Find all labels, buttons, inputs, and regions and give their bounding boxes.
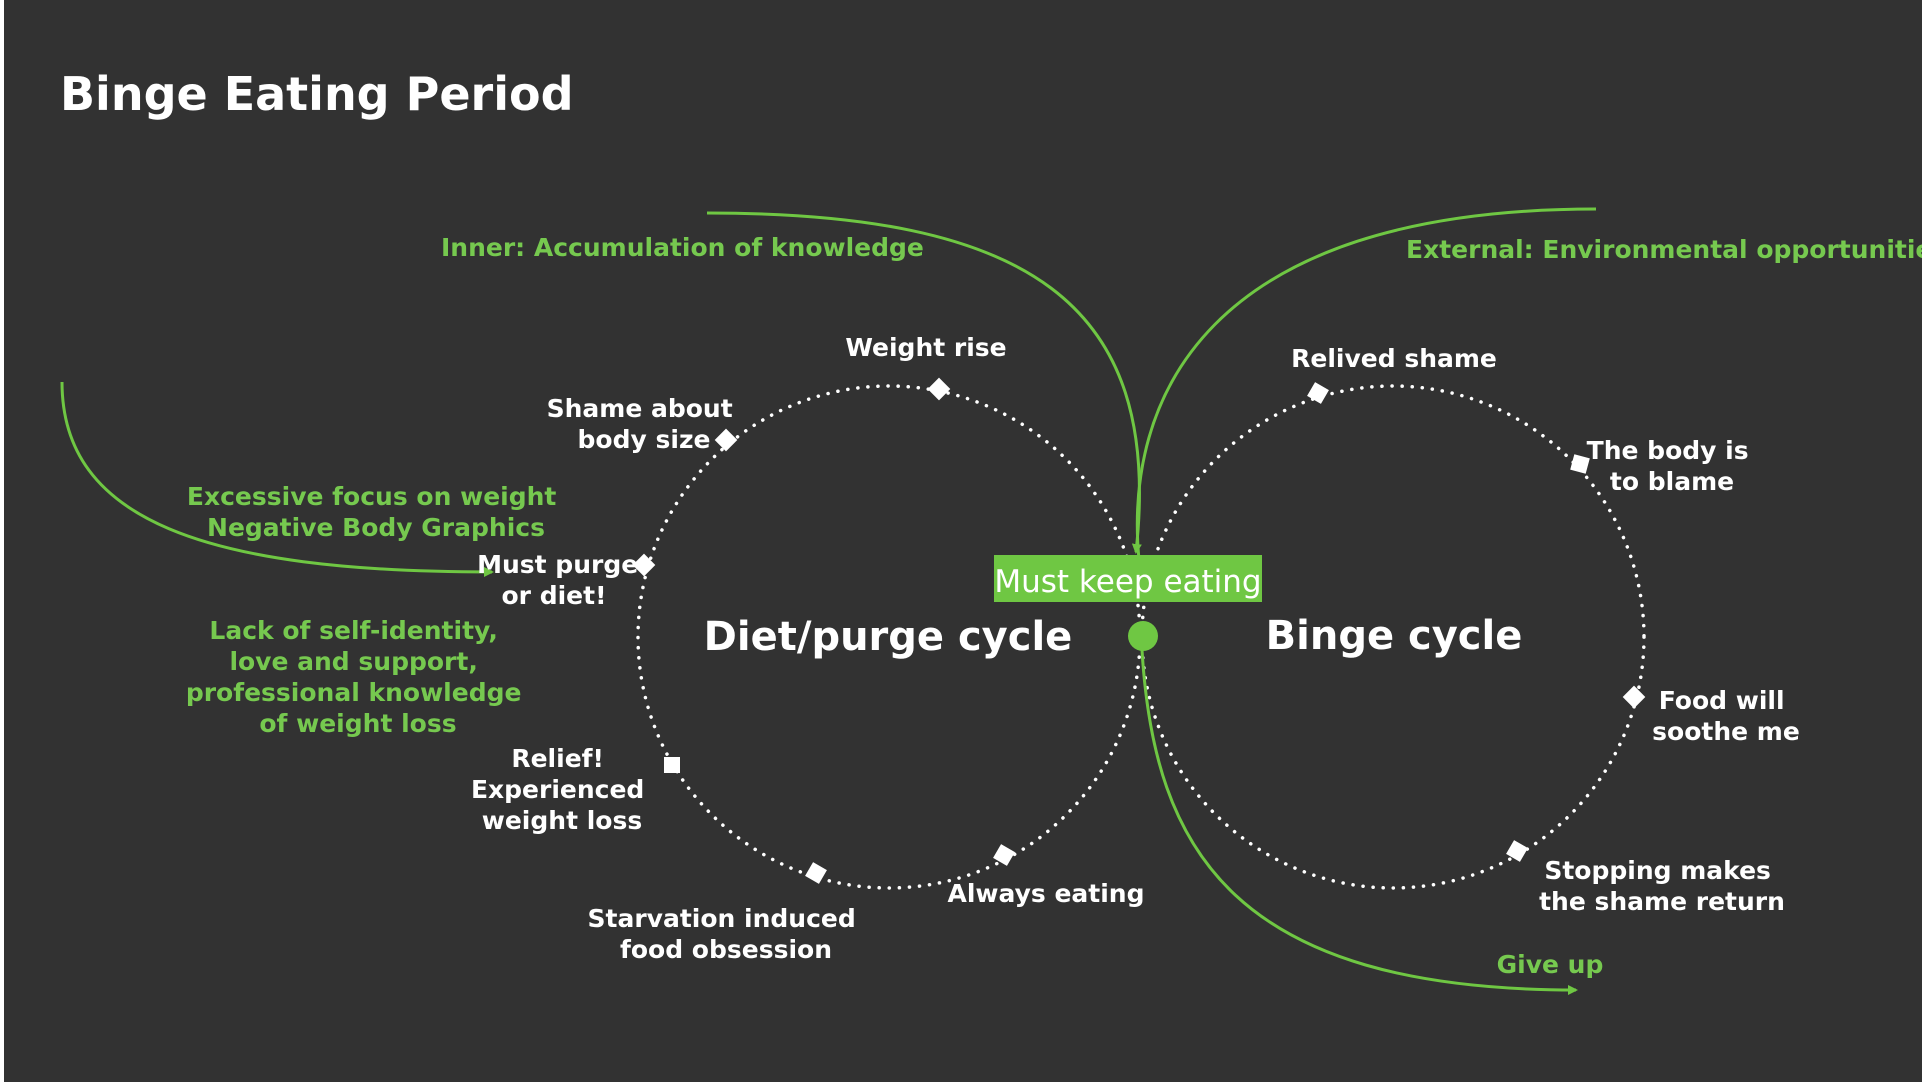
must-keep-eating-label: Must keep eating — [994, 564, 1261, 600]
step-body-to-blame: The body is to blame — [1587, 436, 1758, 496]
step-relief: Relief! Experienced weight loss — [471, 744, 653, 835]
step-weight-rise: Weight rise — [845, 333, 1006, 362]
diet-purge-cycle-title: Diet/purge cycle — [704, 614, 1073, 660]
center-node — [1128, 621, 1158, 651]
binge-cycle-title: Binge cycle — [1266, 613, 1523, 659]
step-shame-body-size: Shame about body size — [547, 394, 742, 454]
relived-shame-marker — [1307, 382, 1329, 404]
step-starvation: Starvation induced food obsession — [588, 904, 865, 964]
always-eating-marker — [993, 844, 1015, 866]
external-opportunities-curve — [1135, 207, 1597, 561]
step-stopping-shame: Stopping makes the shame return — [1539, 856, 1785, 916]
relief-marker — [664, 757, 680, 773]
step-must-purge: Must purge or diet! — [477, 550, 647, 610]
external-opportunities-label: External: Environmental opportunities — [1406, 235, 1922, 264]
must-keep-eating-box — [994, 555, 1262, 602]
shame-body-size-marker — [714, 428, 738, 452]
step-relived-shame: Relived shame — [1291, 344, 1497, 373]
food-soothe-marker — [1622, 685, 1646, 709]
lack-support-label: Lack of self-identity, love and support,… — [186, 616, 530, 738]
page-title: Binge Eating Period — [60, 67, 574, 121]
body-focus-arrow — [60, 381, 494, 577]
weight-rise-marker — [927, 377, 951, 401]
body-focus-label: Excessive focus on weight Negative Body … — [187, 482, 565, 542]
step-food-soothe: Food will soothe me — [1652, 686, 1800, 746]
give-up-arrow — [1140, 649, 1578, 995]
slide: Binge Eating Period Must keep eating Die… — [4, 0, 1922, 1082]
step-always-eating: Always eating — [947, 879, 1144, 908]
inner-knowledge-label: Inner: Accumulation of knowledge — [441, 233, 924, 262]
give-up-label: Give up — [1497, 950, 1604, 979]
body-to-blame-marker — [1570, 454, 1590, 474]
diagram-canvas: Binge Eating Period Must keep eating Die… — [60, 67, 1922, 995]
starvation-marker — [805, 862, 827, 884]
stopping-shame-marker — [1506, 840, 1528, 862]
inner-knowledge-arrow — [706, 211, 1142, 554]
